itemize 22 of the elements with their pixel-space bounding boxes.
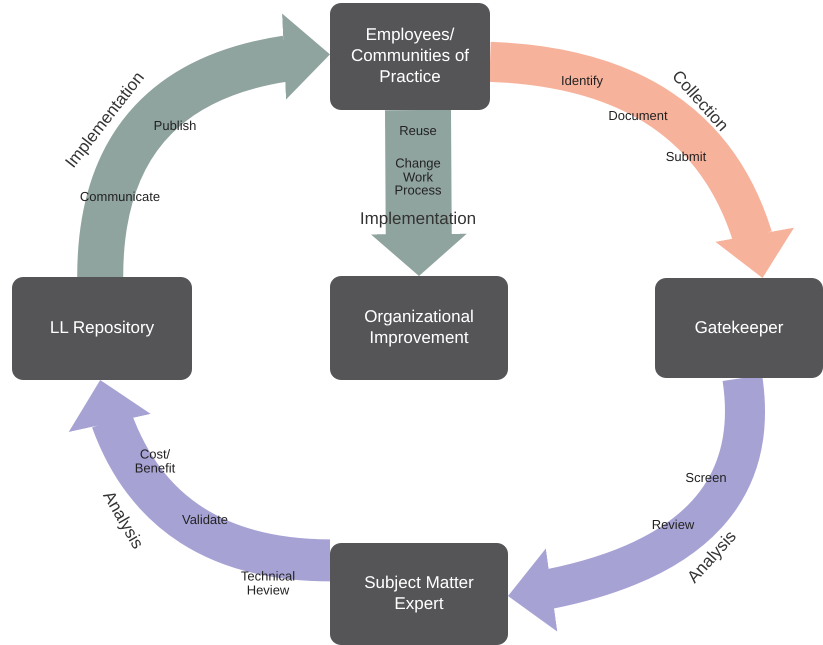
step-label: Change Work Process — [394, 156, 442, 198]
step-label: Screen — [685, 471, 727, 485]
arrow — [77, 15, 332, 278]
node-label: LL Repository — [50, 318, 154, 339]
node-label: Gatekeeper — [694, 318, 784, 338]
step-label: Validate — [182, 513, 228, 527]
process-box — [12, 277, 192, 380]
step-label: Reuse — [399, 124, 437, 138]
step-label: Cost/ Benefit — [134, 447, 176, 475]
step-label: Review — [652, 518, 694, 532]
process-box — [330, 543, 508, 645]
step-label: Submit — [666, 150, 706, 164]
node-label: Subject Matter Expert — [363, 573, 475, 615]
step-label: Technical Heview — [240, 569, 296, 597]
node-label: Organizational Improvement — [363, 307, 475, 349]
step-label: Document — [608, 109, 668, 123]
arrow — [370, 110, 467, 276]
node-label: Employees/ Communities of Practice — [350, 25, 470, 88]
process-box — [330, 276, 508, 380]
process-box — [330, 3, 490, 110]
step-label: Identify — [561, 74, 603, 88]
process-box — [655, 278, 823, 378]
